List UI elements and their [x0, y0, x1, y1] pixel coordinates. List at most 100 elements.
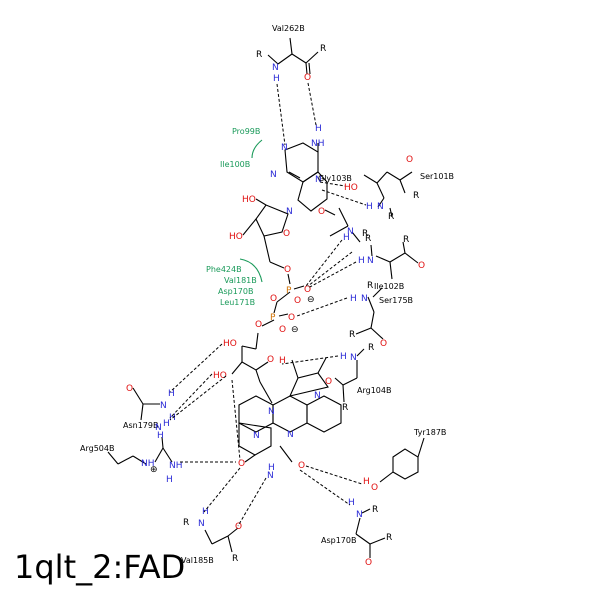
svg-text:⊖: ⊖	[291, 325, 299, 335]
svg-text:O: O	[325, 377, 332, 387]
svg-text:O: O	[371, 483, 378, 493]
svg-text:H: H	[366, 202, 373, 212]
residue-asn179b: O N H H Asn179B	[123, 384, 176, 430]
svg-text:R: R	[413, 191, 419, 201]
residue-tyr187b: O H Tyr187B	[363, 428, 446, 493]
svg-text:O: O	[380, 339, 387, 349]
svg-text:H: H	[343, 233, 350, 243]
svg-text:N: N	[361, 294, 368, 304]
label-ile100b: Ile100B	[220, 160, 250, 169]
svg-text:O: O	[238, 459, 245, 469]
label-asn179b: Asn179B	[123, 421, 158, 430]
svg-text:HO: HO	[213, 371, 227, 381]
label-arg504b: Arg504B	[80, 444, 114, 453]
svg-text:R: R	[349, 330, 355, 340]
svg-text:O: O	[284, 265, 291, 275]
residue-gly103b: O N H R Gly103B	[318, 174, 368, 243]
svg-text:O: O	[304, 73, 311, 83]
isoalloxazine-rings: N N N N N H O O	[238, 357, 342, 481]
svg-text:N: N	[347, 227, 354, 237]
svg-text:H: H	[363, 477, 370, 487]
residue-arg104b: N H R O R Arg104B	[325, 343, 391, 413]
svg-text:H: H	[163, 419, 170, 429]
svg-text:R: R	[342, 403, 348, 413]
svg-text:O: O	[304, 285, 311, 295]
ribityl-chain: HO HO O H	[213, 332, 286, 404]
svg-text:O: O	[418, 261, 425, 271]
svg-text:H: H	[169, 413, 176, 423]
svg-text:R: R	[183, 518, 189, 528]
svg-text:HO: HO	[242, 195, 256, 205]
svg-text:O: O	[365, 558, 372, 568]
label-val185b: Val185B	[181, 556, 214, 565]
svg-text:H: H	[202, 507, 209, 517]
svg-text:N: N	[350, 353, 357, 363]
label-ser101b: Ser101B	[420, 172, 454, 181]
label-leu171b: Leu171B	[220, 298, 255, 307]
svg-text:N: N	[198, 519, 205, 529]
svg-text:H: H	[268, 463, 275, 473]
phosphate-chain: O P O O ⊖ O P O O ⊖ O	[255, 265, 315, 335]
label-pro99b: Pro99B	[232, 127, 260, 136]
svg-text:HO: HO	[223, 339, 237, 349]
svg-text:R: R	[388, 212, 394, 222]
svg-text:O: O	[279, 325, 286, 335]
svg-text:R: R	[232, 554, 238, 564]
svg-text:NH: NH	[169, 461, 183, 471]
svg-text:H: H	[348, 498, 355, 508]
svg-text:O: O	[318, 207, 325, 217]
residue-asp170b: N H R R O Asp170B	[321, 498, 392, 568]
svg-text:O: O	[283, 229, 290, 239]
svg-text:O: O	[406, 155, 413, 165]
label-ser175b: Ser175B	[379, 296, 413, 305]
residue-ser175b: N H R O R Ser175B	[349, 281, 413, 349]
svg-text:N: N	[281, 143, 288, 153]
svg-text:O: O	[255, 320, 262, 330]
label-phe424b: Phe424B	[206, 265, 242, 274]
diagram-title: 1qlt_2:FAD	[14, 548, 186, 586]
svg-text:NH: NH	[311, 139, 325, 149]
svg-text:O: O	[294, 296, 301, 306]
hydrophobic-contacts: Pro99B Ile100B Phe424B Val181B Asp170B L…	[206, 127, 263, 307]
svg-text:N: N	[356, 510, 363, 520]
svg-text:R: R	[365, 234, 371, 244]
svg-text:P: P	[270, 313, 276, 323]
svg-text:H: H	[350, 294, 357, 304]
label-val181b: Val181B	[224, 276, 257, 285]
svg-text:O: O	[270, 294, 277, 304]
svg-text:O: O	[235, 522, 242, 532]
svg-text:⊕: ⊕	[150, 465, 158, 475]
svg-text:H: H	[166, 475, 173, 485]
svg-text:H: H	[315, 124, 322, 134]
label-gly103b: Gly103B	[318, 174, 352, 183]
svg-text:N: N	[270, 170, 277, 180]
svg-text:N: N	[267, 471, 274, 481]
adenine-ring: N N N N NH H	[270, 124, 328, 217]
svg-text:N: N	[286, 207, 293, 217]
svg-text:R: R	[403, 235, 409, 245]
svg-text:R: R	[386, 533, 392, 543]
svg-text:H: H	[273, 74, 280, 84]
svg-text:⊖: ⊖	[307, 295, 315, 305]
svg-text:N: N	[287, 430, 294, 440]
svg-text:R: R	[320, 44, 326, 54]
svg-text:O: O	[267, 355, 274, 365]
svg-text:H: H	[157, 431, 164, 441]
svg-text:NH: NH	[141, 459, 155, 469]
svg-text:N: N	[155, 423, 162, 433]
svg-text:H: H	[279, 356, 286, 366]
svg-text:N: N	[268, 407, 275, 417]
label-tyr187b: Tyr187B	[413, 428, 446, 437]
svg-text:R: R	[367, 281, 373, 291]
svg-text:N: N	[272, 63, 279, 73]
svg-text:R: R	[372, 505, 378, 515]
svg-text:N: N	[160, 401, 167, 411]
svg-text:O: O	[288, 313, 295, 323]
svg-text:R: R	[362, 229, 368, 239]
svg-text:H: H	[168, 389, 175, 399]
label-asp170b-hydrophobic: Asp170B	[218, 287, 253, 296]
svg-text:N: N	[253, 431, 260, 441]
svg-text:HO: HO	[229, 232, 243, 242]
svg-text:O: O	[126, 384, 133, 394]
